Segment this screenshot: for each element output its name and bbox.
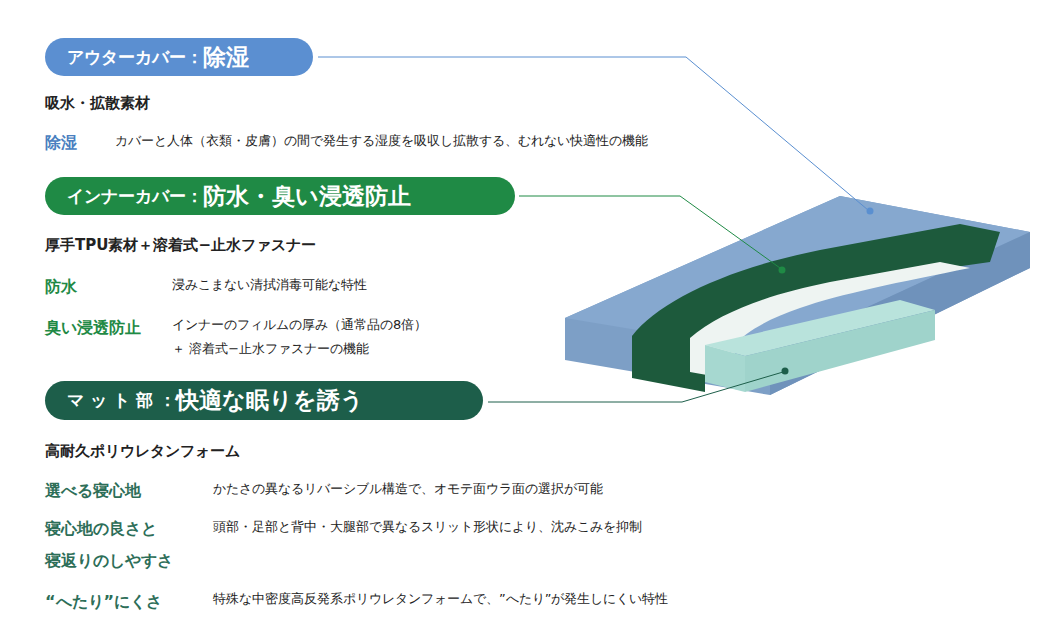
leader-line — [488, 372, 783, 402]
feature-name: 寝心地の良さと — [45, 519, 157, 538]
leader-dot — [867, 208, 874, 215]
feature-description: 特殊な中密度高反発系ポリウレタンフォームで、”へたり”が発生しにくい特性 — [213, 591, 668, 607]
section-function: 防水・臭い浸透防止 — [203, 181, 411, 212]
section-name: マ ッ ト 部 ： — [67, 389, 176, 412]
material-heading: 厚手TPU素材＋溶着式−止水ファスナー — [45, 236, 316, 254]
feature-description: インナーのフィルムの厚み（通常品の8倍） — [172, 317, 427, 333]
feature-name: 選べる寝心地 — [45, 481, 141, 500]
feature-description: 頭部・足部と背中・大腿部で異なるスリット形状により、沈みこみを抑制 — [213, 519, 642, 535]
feature-name: 臭い浸透防止 — [45, 318, 141, 337]
feature-description: ＋ 溶着式−止水ファスナーの機能 — [172, 341, 369, 357]
leader-dot — [782, 368, 789, 375]
foam-front — [745, 310, 935, 392]
section-function: 除湿 — [203, 42, 249, 73]
feature-name: 寝返りのしやすさ — [45, 551, 173, 570]
feature-description: カバーと人体（衣類・皮膚）の間で発生する湿度を吸収し拡散する、むれない快適性の機… — [115, 133, 648, 149]
section-name: インナーカバー： — [67, 185, 203, 208]
section-function: 快適な眠りを誘う — [176, 385, 364, 416]
inner-cover-cut — [632, 224, 1000, 392]
feature-name: “へたり”にくさ — [45, 592, 162, 611]
outer-cover-side — [565, 196, 1030, 395]
leader-line — [519, 196, 780, 268]
feature-description: かたさの異なるリバーシブル構造で、オモテ面ウラ面の選択が可能 — [213, 481, 603, 497]
material-heading: 吸水・拡散素材 — [45, 94, 150, 112]
leader-dot — [779, 267, 786, 274]
section-pill: アウターカバー：除湿 — [45, 38, 313, 76]
feature-description: 浸みこまない清拭消毒可能な特性 — [172, 277, 367, 293]
section-name: アウターカバー： — [67, 46, 203, 69]
section-pill: インナーカバー：防水・臭い浸透防止 — [45, 177, 515, 215]
material-heading: 高耐久ポリウレタンフォーム — [45, 442, 240, 460]
feature-name: 除湿 — [45, 133, 77, 152]
section-pill: マ ッ ト 部 ：快適な眠りを誘う — [45, 381, 483, 420]
feature-name: 防水 — [45, 277, 77, 296]
